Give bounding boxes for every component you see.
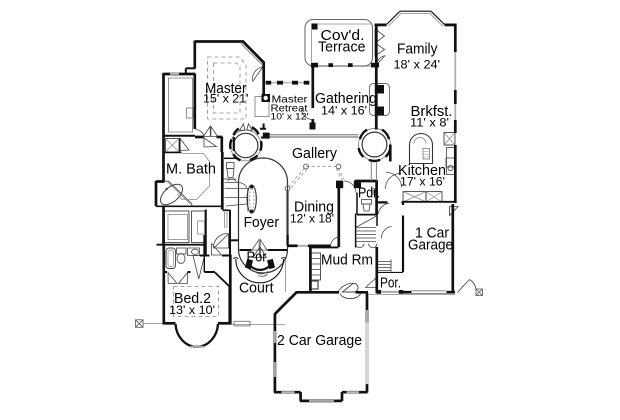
svg-text:Brkfst.: Brkfst. bbox=[411, 104, 453, 120]
svg-text:Cov'd.: Cov'd. bbox=[321, 28, 365, 44]
svg-text:Family: Family bbox=[397, 42, 438, 58]
svg-text:Mud Rm: Mud Rm bbox=[321, 253, 373, 269]
svg-text:2 Car Garage: 2 Car Garage bbox=[277, 333, 362, 349]
svg-text:Pdr.: Pdr. bbox=[358, 186, 380, 202]
svg-text:Court: Court bbox=[239, 281, 274, 297]
svg-text:11' x 8': 11' x 8' bbox=[410, 117, 449, 130]
svg-text:Gathering: Gathering bbox=[315, 91, 377, 107]
svg-text:Bed.2: Bed.2 bbox=[174, 291, 211, 307]
svg-text:Por.: Por. bbox=[380, 276, 401, 292]
svg-text:Kitchen: Kitchen bbox=[398, 163, 446, 179]
svg-text:Gallery: Gallery bbox=[292, 146, 338, 162]
svg-text:18' x 24': 18' x 24' bbox=[394, 58, 441, 71]
svg-text:Retreat: Retreat bbox=[271, 103, 308, 114]
svg-text:Master: Master bbox=[205, 81, 247, 97]
svg-text:Dining: Dining bbox=[294, 200, 334, 216]
svg-text:M. Bath: M. Bath bbox=[166, 162, 216, 178]
svg-text:Foyer: Foyer bbox=[244, 215, 280, 231]
svg-text:1 Car: 1 Car bbox=[415, 226, 449, 242]
svg-text:14' x 16': 14' x 16' bbox=[321, 105, 367, 118]
svg-text:Por: Por bbox=[247, 250, 267, 266]
svg-text:15' x 21': 15' x 21' bbox=[203, 93, 249, 106]
svg-text:13' x 10': 13' x 10' bbox=[169, 304, 215, 317]
svg-text:10' x 12': 10' x 12' bbox=[271, 111, 309, 122]
svg-text:12' x 18': 12' x 18' bbox=[290, 213, 334, 226]
svg-text:Master: Master bbox=[272, 94, 309, 105]
svg-text:17' x 16': 17' x 16' bbox=[400, 176, 445, 189]
svg-text:Terrace: Terrace bbox=[318, 40, 366, 56]
svg-text:Garage: Garage bbox=[408, 238, 453, 254]
